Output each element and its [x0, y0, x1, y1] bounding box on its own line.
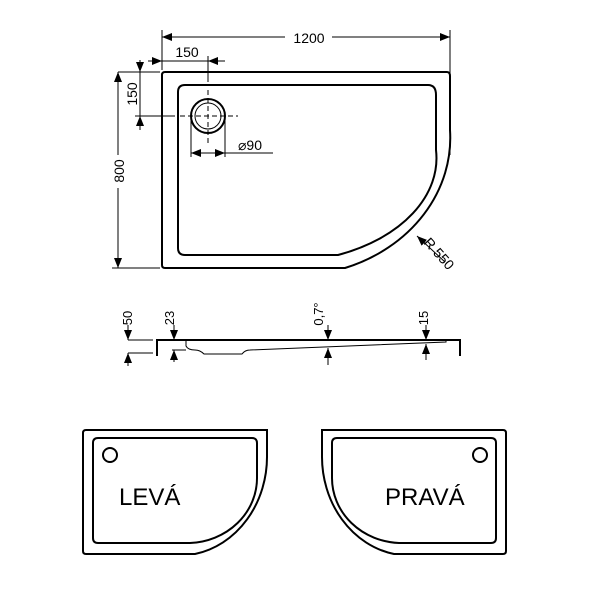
drain-icon [102, 447, 118, 463]
slope-dimension: 0,7° [311, 302, 326, 325]
edge-dimension: 15 [416, 311, 431, 325]
right-variant-label: PRAVÁ [385, 484, 465, 511]
drain-icon [472, 447, 488, 463]
drain-diameter-dimension: ⌀90 [238, 137, 262, 153]
side-view: 50 23 0,7° 15 [120, 302, 461, 366]
rim-dimension: 23 [162, 311, 177, 325]
left-variant-label: LEVÁ [119, 484, 180, 511]
drain-offset-y-dimension: 150 [124, 82, 140, 106]
tray-inner-outline [177, 84, 438, 256]
top-view: 1200 150 150 800 ⌀90 R 550 [111, 30, 458, 273]
width-dimension: 1200 [293, 30, 324, 46]
height-dimension: 50 [120, 311, 135, 325]
right-variant: PRAVÁ [320, 429, 507, 555]
left-variant: LEVÁ [82, 429, 269, 555]
side-profile-floor [185, 340, 447, 355]
radius-dimension: R 550 [421, 234, 458, 273]
tray-outer-outline [161, 71, 452, 269]
depth-dimension: 800 [111, 159, 127, 183]
drain-offset-x-dimension: 150 [175, 44, 199, 60]
side-profile-rim [156, 339, 461, 356]
